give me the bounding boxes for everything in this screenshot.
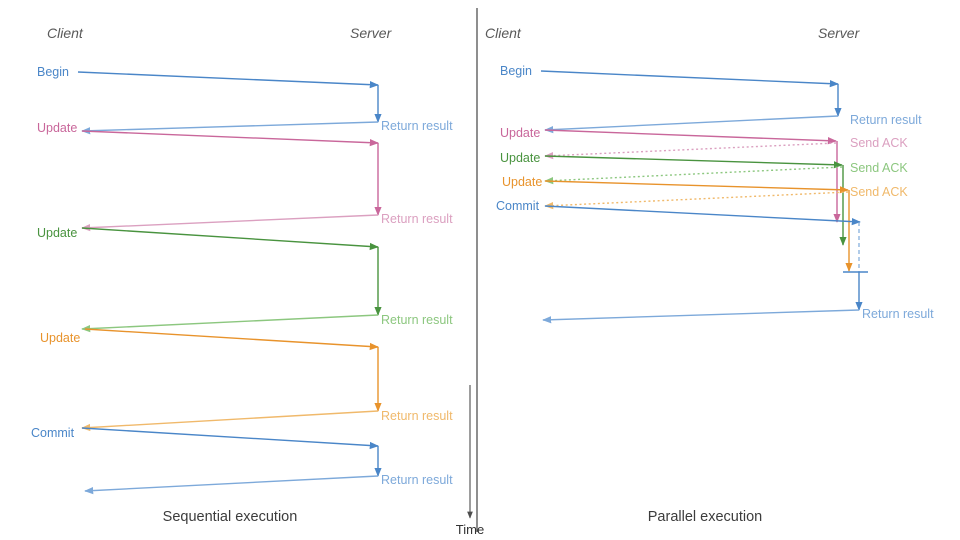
message-parallel-update2: Update	[500, 151, 843, 169]
message-sequential-update2: Update	[37, 226, 379, 251]
actor-label-sequential-client: Client	[47, 25, 84, 41]
message-label-parallel-update3-ack: Send ACK	[850, 185, 908, 199]
message-label-parallel-update1-ack: Send ACK	[850, 136, 908, 150]
actor-label-parallel-client: Client	[485, 25, 522, 41]
arrow-parallel-begin	[540, 70, 839, 88]
message-sequential-update1-return: Return result	[81, 212, 453, 232]
message-label-parallel-commit: Commit	[496, 199, 540, 213]
message-parallel-commit: Commit	[496, 199, 861, 226]
message-sequential-begin-return: Return result	[81, 119, 453, 135]
message-label-sequential-begin-return: Return result	[381, 119, 453, 133]
arrow-sequential-begin-return	[81, 121, 379, 135]
arrow-parallel-update3	[544, 180, 849, 194]
message-label-sequential-update2-return: Return result	[381, 313, 453, 327]
message-parallel-update3: Update	[502, 175, 849, 194]
arrow-sequential-update3-return	[81, 410, 379, 432]
arrow-sequential-update1	[81, 130, 379, 147]
arrow-parallel-begin-return	[544, 115, 839, 134]
arrow-parallel-commit-return	[542, 309, 860, 324]
arrow-sequential-update3	[84, 328, 379, 351]
message-label-sequential-update1-return: Return result	[381, 212, 453, 226]
message-label-parallel-commit-return: Return result	[862, 307, 934, 321]
message-label-parallel-update1: Update	[500, 126, 540, 140]
message-label-sequential-update3-return: Return result	[381, 409, 453, 423]
message-parallel-update2-ack: Send ACK	[544, 161, 908, 185]
arrow-parallel-update1-ack	[544, 142, 837, 160]
message-label-parallel-begin-return: Return result	[850, 113, 922, 127]
actor-label-parallel-server: Server	[818, 25, 861, 41]
time-axis-label: Time	[456, 522, 484, 537]
panel-caption-sequential: Sequential execution	[163, 509, 298, 525]
message-sequential-commit-return: Return result	[84, 473, 453, 495]
message-label-parallel-begin: Begin	[500, 64, 532, 78]
arrow-parallel-commit	[544, 205, 861, 226]
message-label-parallel-update2: Update	[500, 151, 540, 165]
message-parallel-commit-return: Return result	[542, 307, 934, 324]
message-parallel-begin: Begin	[500, 64, 839, 88]
message-label-sequential-begin: Begin	[37, 65, 69, 79]
message-parallel-begin-return: Return result	[544, 113, 922, 134]
message-parallel-update1: Update	[500, 126, 837, 145]
message-label-sequential-update1: Update	[37, 121, 77, 135]
panel-caption-parallel: Parallel execution	[648, 509, 762, 525]
time-axis: Time	[456, 385, 484, 537]
arrow-sequential-update2	[81, 227, 379, 251]
arrow-sequential-update2-return	[81, 314, 379, 333]
message-label-parallel-update3: Update	[502, 175, 542, 189]
message-label-parallel-update2-ack: Send ACK	[850, 161, 908, 175]
message-label-sequential-commit: Commit	[31, 426, 75, 440]
message-label-sequential-update3: Update	[40, 331, 80, 345]
message-label-sequential-update2: Update	[37, 226, 77, 240]
arrow-parallel-update2-ack	[544, 166, 843, 185]
message-sequential-update1: Update	[37, 121, 379, 147]
message-sequential-commit: Commit	[31, 426, 379, 450]
arrow-sequential-begin	[77, 71, 379, 89]
arrow-parallel-update2	[544, 155, 843, 169]
message-sequential-update3: Update	[40, 328, 379, 351]
arrow-sequential-commit	[81, 427, 379, 450]
message-sequential-update3-return: Return result	[81, 409, 453, 432]
arrow-parallel-update3-ack	[544, 191, 849, 210]
actor-label-sequential-server: Server	[350, 25, 393, 41]
message-sequential-update2-return: Return result	[81, 313, 453, 333]
arrow-sequential-update1-return	[81, 214, 379, 232]
message-parallel-update1-ack: Send ACK	[544, 136, 908, 160]
message-sequential-begin: Begin	[37, 65, 379, 89]
message-label-sequential-commit-return: Return result	[381, 473, 453, 487]
message-parallel-update3-ack: Send ACK	[544, 185, 908, 210]
arrow-parallel-update1	[544, 129, 837, 145]
arrow-sequential-commit-return	[84, 475, 379, 495]
